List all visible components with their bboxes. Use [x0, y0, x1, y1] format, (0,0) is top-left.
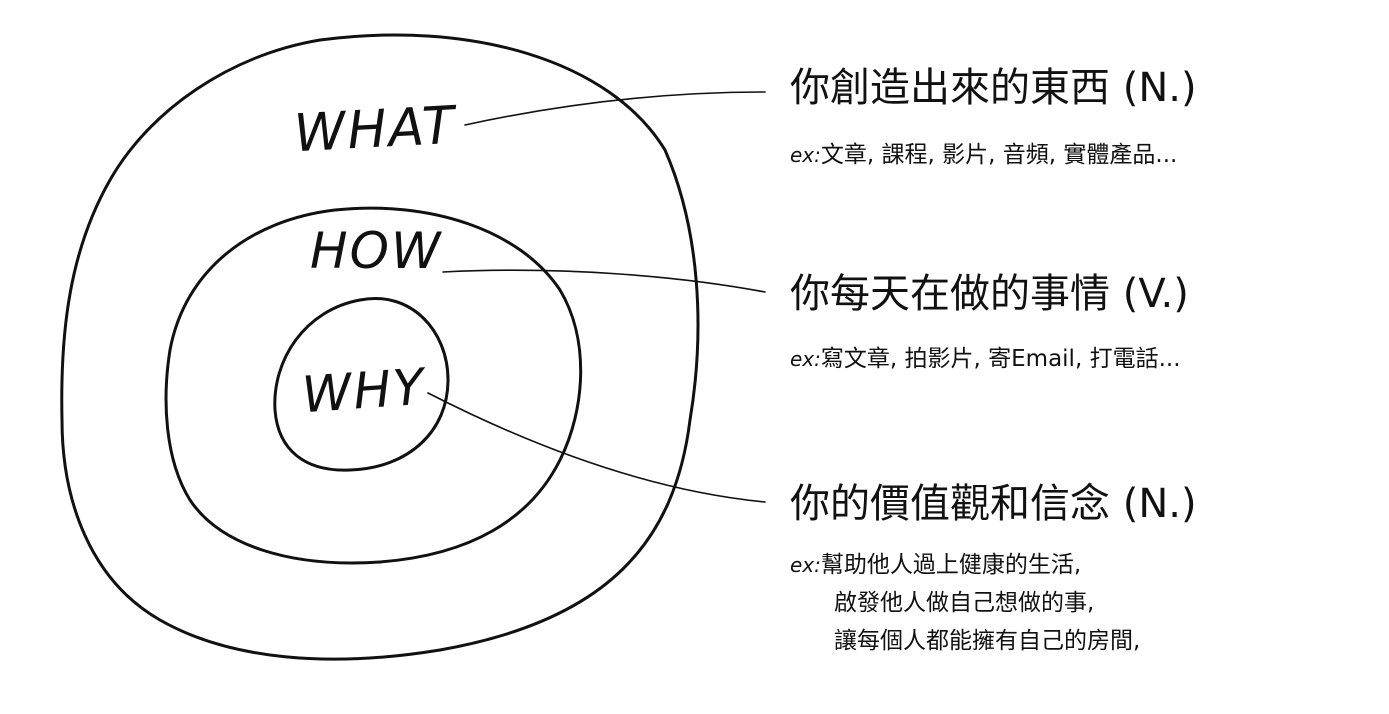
what-example-text: 文章, 課程, 影片, 音頻, 實體產品... [820, 142, 1178, 168]
how-example-text: 寫文章, 拍影片, 寄Email, 打電話... [820, 346, 1181, 372]
how-example-prefix: ex: [790, 347, 821, 371]
what-example-line: ex:文章, 課程, 影片, 音頻, 實體產品... [790, 136, 1177, 174]
how-ring-label: HOW [310, 222, 443, 280]
why-leader-line [427, 392, 766, 503]
what-example: ex:文章, 課程, 影片, 音頻, 實體產品... [790, 136, 1177, 174]
what-title: 你創造出來的東西 (N.) [790, 65, 1197, 111]
why-ring-label: WHY [300, 357, 428, 425]
why-example-prefix: ex: [790, 553, 821, 577]
why-example-line: ex:幫助他人過上健康的生活, [790, 546, 1140, 584]
why-example-text-1: 幫助他人過上健康的生活, [820, 552, 1082, 578]
how-ring [164, 206, 583, 565]
how-leader-line [442, 269, 766, 293]
what-ring [60, 33, 700, 661]
how-title: 你每天在做的事情 (V.) [790, 271, 1189, 317]
why-example: ex:幫助他人過上健康的生活, 啟發他人做自己想做的事, 讓每個人都能擁有自己的… [790, 546, 1140, 660]
what-example-prefix: ex: [790, 143, 821, 167]
how-example-line: ex:寫文章, 拍影片, 寄Email, 打電話... [790, 340, 1181, 378]
what-ring-label: WHAT [292, 95, 458, 165]
why-example-text-2: 啟發他人做自己想做的事, [834, 590, 1095, 616]
why-example-text-3: 讓每個人都能擁有自己的房間, [834, 628, 1141, 654]
why-ring [273, 297, 450, 472]
why-title: 你的價值觀和信念 (N.) [790, 481, 1197, 527]
what-leader-line [464, 91, 766, 126]
how-example: ex:寫文章, 拍影片, 寄Email, 打電話... [790, 340, 1181, 378]
